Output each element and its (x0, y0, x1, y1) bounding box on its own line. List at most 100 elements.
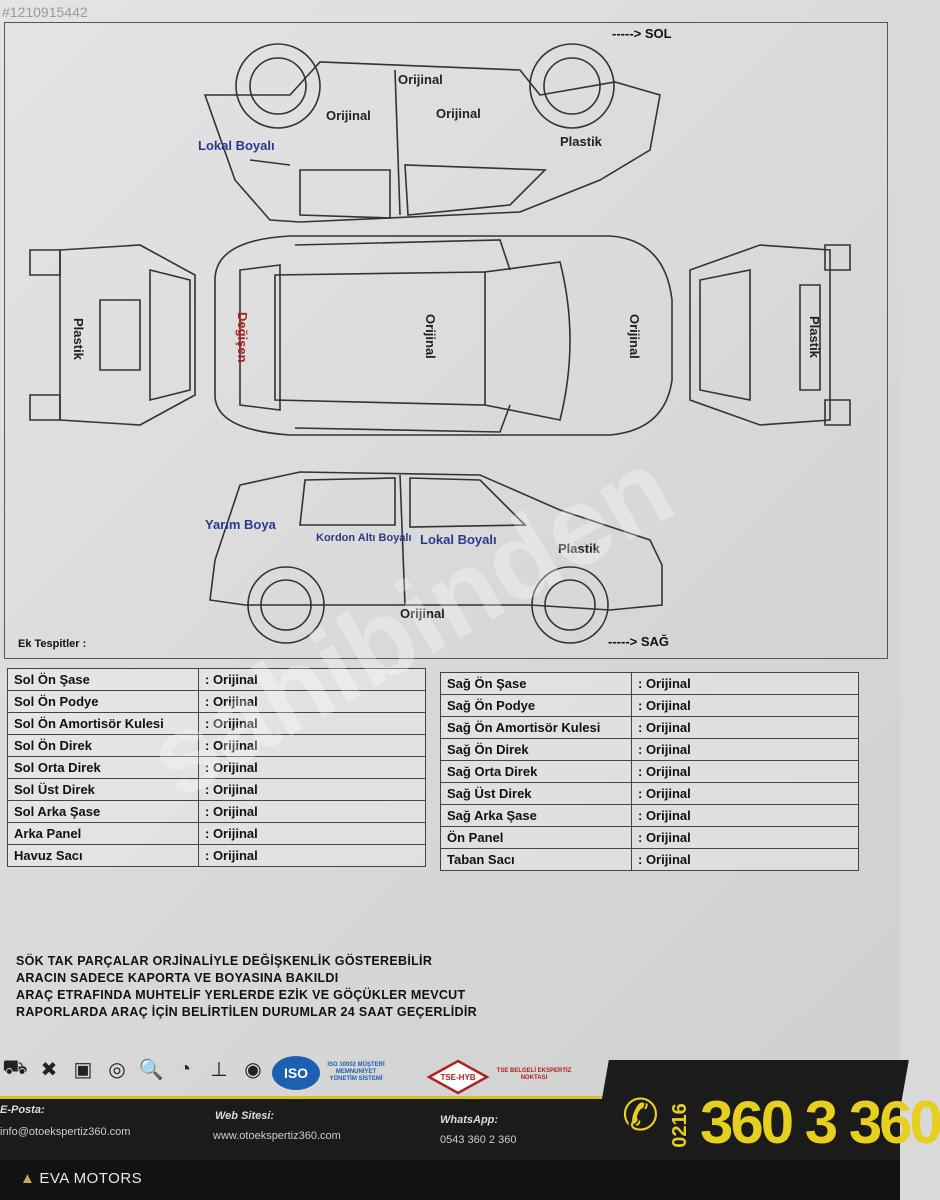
label-front-bumper: Plastik (807, 316, 822, 358)
direction-left-label: -----> SOL (612, 26, 672, 41)
part-name: Sol Üst Direk (7, 778, 199, 801)
tse-text: TSE BELGELİ EKSPERTİZ NOKTASI (496, 1068, 572, 1081)
table-row: Sol Arka Şase: Orijinal (7, 800, 426, 823)
part-status: : Orijinal (198, 756, 426, 779)
part-name: Sol Ön Şase (7, 668, 199, 691)
table-row: Sağ Ön Amortisör Kulesi: Orijinal (440, 716, 859, 739)
part-name: Sağ Ön Şase (440, 672, 632, 695)
part-status: : Orijinal (198, 800, 426, 823)
label-trunk: Orijinal (627, 314, 642, 359)
table-row: Sol Ön Amortisör Kulesi: Orijinal (7, 712, 426, 735)
label-left-rear-door: Orijinal (436, 106, 481, 121)
part-status: : Orijinal (198, 822, 426, 845)
report-paper: #1210915442 (0, 0, 940, 1160)
part-name: Ön Panel (440, 826, 632, 849)
part-name: Taban Sacı (440, 848, 632, 871)
label-right-front-fender: Yarım Boya (205, 517, 276, 532)
email-label: E-Posta: (0, 1104, 45, 1116)
phone-number[interactable]: 360 3 360 (700, 1089, 940, 1156)
note-line: SÖK TAK PARÇALAR ORJİNALİYLE DEĞİŞKENLİK… (16, 954, 433, 968)
part-status: : Orijinal (198, 844, 426, 867)
iso-logo: ISO (272, 1056, 320, 1090)
iso-text: ISO 10002 MÜŞTERİ MEMNUNİYET YÖNETİM SİS… (327, 1062, 385, 1082)
tse-logo-text: TSE-HYB (440, 1073, 475, 1082)
part-name: Sağ Ön Amortisör Kulesi (440, 716, 632, 739)
part-name: Sağ Orta Direk (440, 760, 632, 783)
email-value[interactable]: info@otoekspertiz360.com (0, 1126, 131, 1138)
web-label: Web Sitesi: (215, 1110, 275, 1122)
part-name: Sağ Arka Şase (440, 804, 632, 827)
label-right-rear-fender: Plastik (558, 541, 600, 556)
footer: ⛟ ✖ ▣ ◎ 🔍 ◔ ⊥ ◉ ISO ISO 10002 MÜŞTERİ ME… (0, 1050, 940, 1160)
part-status: : Orijinal (198, 712, 426, 735)
top-view-car (214, 235, 673, 436)
table-row: Sağ Orta Direk: Orijinal (440, 760, 859, 783)
part-name: Sol Orta Direk (7, 756, 199, 779)
table-row: Sol Ön Direk: Orijinal (7, 734, 426, 757)
part-name: Sağ Ön Direk (440, 738, 632, 761)
brand-triangle-icon: ▲ (20, 1170, 36, 1187)
part-name: Arka Panel (7, 822, 199, 845)
table-row: Sağ Üst Direk: Orijinal (440, 782, 859, 805)
right-side-car (209, 471, 663, 644)
part-status: : Orijinal (198, 668, 426, 691)
part-status: : Orijinal (631, 760, 859, 783)
phone-prefix: 0216 (668, 1103, 691, 1148)
label-right-rear-door: Lokal Boyalı (420, 532, 497, 547)
table-row: Sağ Arka Şase: Orijinal (440, 804, 859, 827)
label-right-sill: Orijinal (400, 606, 445, 621)
image-id: #1210915442 (2, 4, 88, 20)
band-accent-line (0, 1096, 900, 1099)
part-status: : Orijinal (631, 782, 859, 805)
gauge-icon: ◔ (178, 1057, 192, 1080)
label-left-front-door: Orijinal (326, 108, 371, 123)
part-status: : Orijinal (198, 734, 426, 757)
label-right-front-door: Kordon Altı Boyalı (316, 532, 412, 544)
inspection-icon: 🔍 (138, 1058, 164, 1081)
ek-tespitler-label: Ek Tespitler : (18, 638, 87, 650)
left-side-car (203, 43, 661, 223)
brake-disc-icon: ◉ (244, 1058, 262, 1081)
chassis-icon: ⊥ (210, 1058, 228, 1081)
part-status: : Orijinal (198, 690, 426, 713)
table-row: Ön Panel: Orijinal (440, 826, 859, 849)
part-status: : Orijinal (631, 804, 859, 827)
part-name: Sağ Üst Direk (440, 782, 632, 805)
phone-icon: ✆ (622, 1091, 659, 1140)
whatsapp-value[interactable]: 0543 360 2 360 (440, 1134, 517, 1146)
table-row: Taban Sacı: Orijinal (440, 848, 859, 871)
part-status: : Orijinal (631, 826, 859, 849)
brand-name: EVA MOTORS (39, 1170, 143, 1187)
note-line: ARAÇ ETRAFINDA MUHTELİF YERLERDE EZİK VE… (16, 988, 466, 1002)
web-value[interactable]: www.otoekspertiz360.com (213, 1130, 341, 1142)
table-row: Sol Orta Direk: Orijinal (7, 756, 426, 779)
tse-logo: TSE-HYB (426, 1059, 490, 1095)
table-row: Havuz Sacı: Orijinal (7, 844, 426, 867)
label-left-front-fender: Plastik (560, 134, 602, 149)
part-name: Sol Ön Podye (7, 690, 199, 713)
part-name: Sol Ön Direk (7, 734, 199, 757)
part-status: : Orijinal (631, 738, 859, 761)
table-row: Sağ Ön Şase: Orijinal (440, 672, 859, 695)
table-row: Arka Panel: Orijinal (7, 822, 426, 845)
table-row: Sol Ön Şase: Orijinal (7, 668, 426, 691)
note-line: RAPORLARDA ARAÇ İÇİN BELİRTİLEN DURUMLAR… (16, 1005, 477, 1019)
part-name: Sol Arka Şase (7, 800, 199, 823)
table-row: Sağ Ön Direk: Orijinal (440, 738, 859, 761)
part-status: : Orijinal (631, 694, 859, 717)
note-line: ARACIN SADECE KAPORTA VE BOYASINA BAKILD… (16, 971, 339, 985)
battery-icon: ▣ (73, 1058, 93, 1081)
label-roof: Orijinal (423, 314, 438, 359)
service-icons: ⛟ ✖ ▣ ◎ 🔍 ◔ ⊥ ◉ (2, 1056, 266, 1082)
rear-view-car (29, 244, 196, 426)
whatsapp-label: WhatsApp: (440, 1114, 499, 1126)
car-diagram (29, 43, 851, 644)
table-row: Sol Ön Podye: Orijinal (7, 690, 426, 713)
part-status: : Orijinal (631, 716, 859, 739)
part-name: Havuz Sacı (7, 844, 199, 867)
label-hood: Değişen (235, 312, 250, 363)
table-row: Sol Üst Direk: Orijinal (7, 778, 426, 801)
bottom-bar: ▲EVA MOTORS (0, 1160, 900, 1200)
part-status: : Orijinal (631, 672, 859, 695)
